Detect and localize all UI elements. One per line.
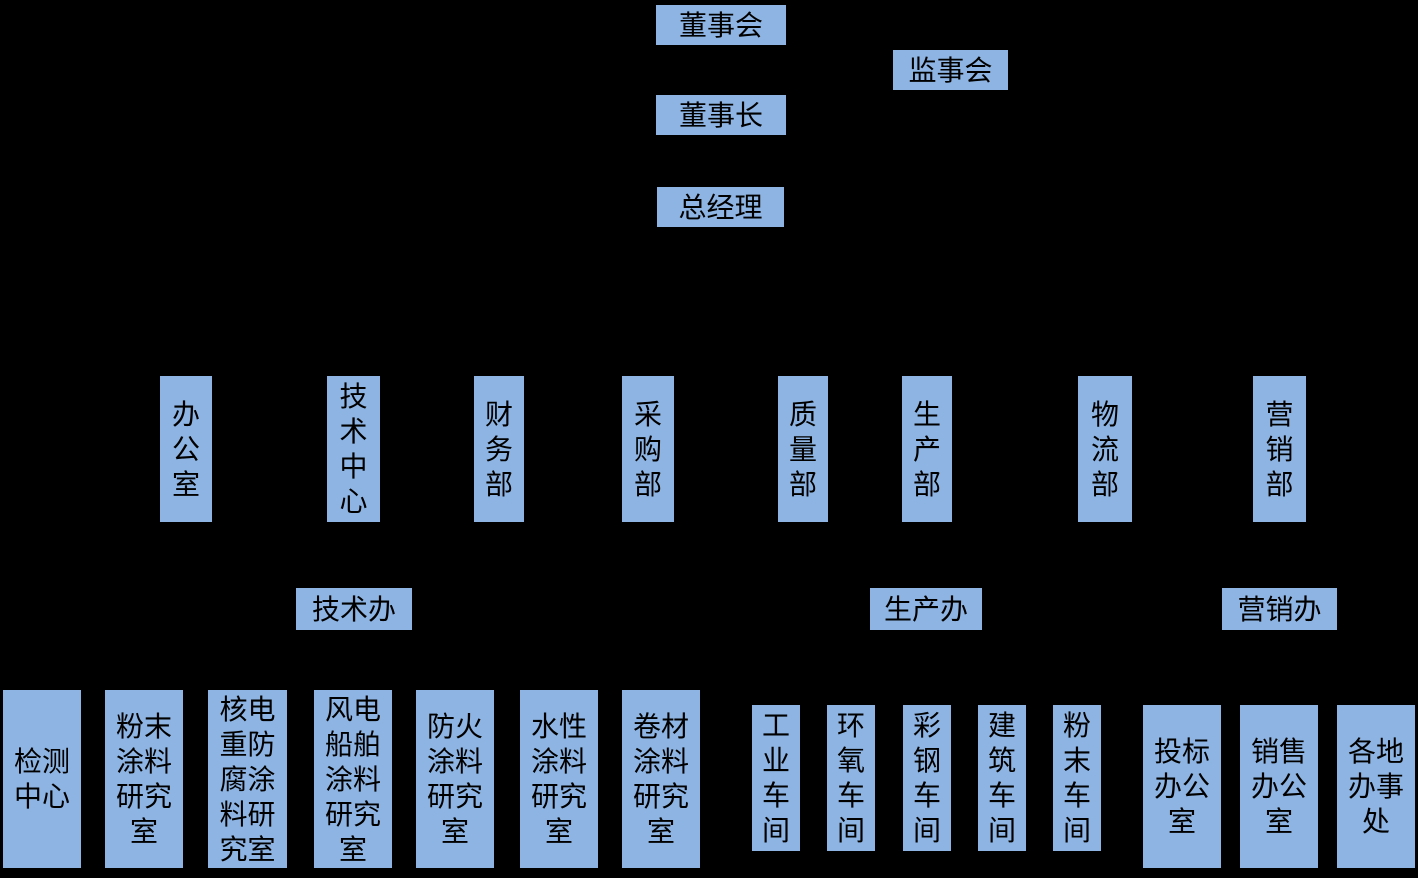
node-dept-purchasing: 采购部: [622, 376, 674, 522]
node-powder-workshop: 粉末车间: [1053, 705, 1101, 851]
node-general-manager: 总经理: [657, 187, 784, 227]
node-epoxy-workshop: 环氧车间: [827, 705, 875, 851]
node-fireproof-coating-lab: 防火涂料研究室: [416, 690, 494, 868]
node-regional-offices: 各地办事处: [1337, 705, 1415, 868]
node-tech-office: 技术办: [296, 588, 412, 630]
node-construction-workshop: 建筑车间: [978, 705, 1026, 851]
node-chairman: 董事长: [656, 95, 786, 135]
node-industrial-workshop: 工业车间: [752, 705, 800, 851]
node-dept-quality: 质量部: [778, 376, 828, 522]
node-dept-tech-center: 技术中心: [327, 376, 380, 522]
node-supervisory-board: 监事会: [893, 50, 1008, 90]
node-production-office: 生产办: [870, 588, 982, 630]
node-waterborne-coating-lab: 水性涂料研究室: [520, 690, 598, 868]
node-dept-finance: 财务部: [474, 376, 524, 522]
node-coil-coating-lab: 卷材涂料研究室: [622, 690, 700, 868]
node-dept-office: 办公室: [160, 376, 212, 522]
node-sales-office: 销售办公室: [1240, 705, 1318, 868]
node-board-of-directors: 董事会: [656, 5, 786, 45]
node-wind-marine-coating-lab: 风电船舶涂料研究室: [314, 690, 392, 868]
node-bidding-office: 投标办公室: [1143, 705, 1221, 868]
node-dept-logistics: 物流部: [1078, 376, 1132, 522]
node-dept-production: 生产部: [902, 376, 952, 522]
node-color-steel-workshop: 彩钢车间: [903, 705, 951, 851]
node-powder-coating-lab: 粉末涂料研究室: [105, 690, 183, 868]
node-testing-center: 检测中心: [3, 690, 81, 868]
node-nuclear-anticorrosion-lab: 核电重防腐涂料研究室: [208, 690, 287, 868]
node-marketing-office: 营销办: [1222, 588, 1337, 630]
node-dept-marketing: 营销部: [1253, 376, 1306, 522]
